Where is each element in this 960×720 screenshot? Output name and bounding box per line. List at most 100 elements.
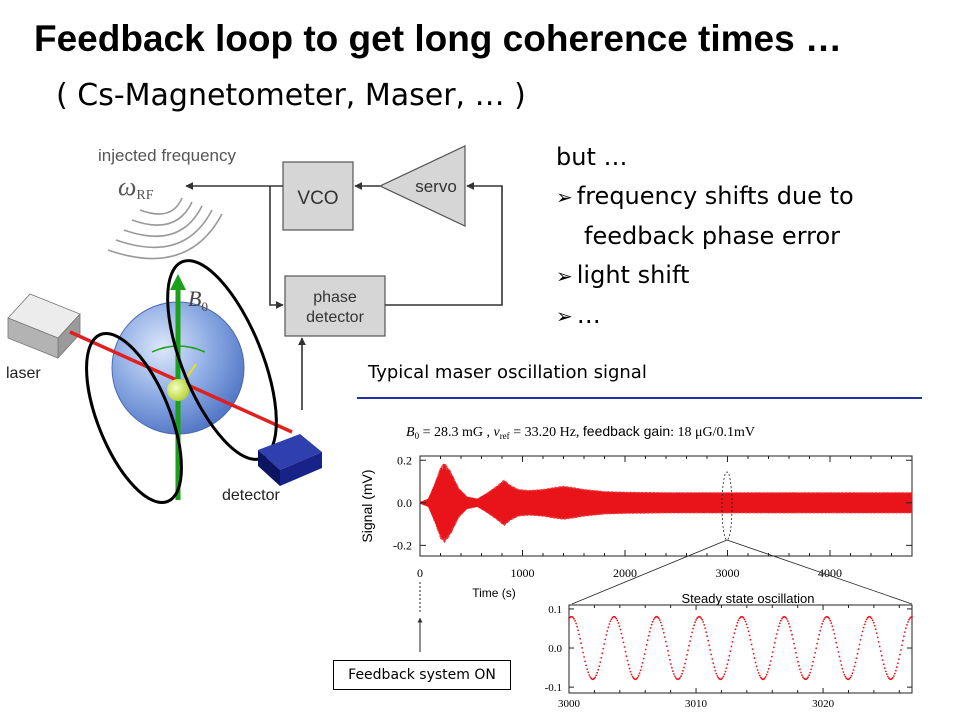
inset-y-tick-label: -0.1 [545,682,562,694]
inset-point [706,635,709,638]
inset-point [830,622,833,625]
inset-point [686,654,688,656]
inset-point [878,645,881,648]
inset-point [797,660,799,663]
caveat-item-continued: feedback phase error [584,222,841,250]
inset-point [648,630,651,633]
inset-point [610,618,613,621]
inset-point [573,618,575,620]
inset-point [625,655,628,658]
inset-point [652,618,655,621]
inset-point [780,619,782,622]
inset-point [869,616,872,619]
inset-point [903,635,905,638]
main-x-tick-label: 0 [417,566,423,580]
inset-point [630,673,633,676]
inset-point [787,620,789,622]
inset-point [839,660,842,662]
inset-point [772,646,775,649]
inset-point [606,630,609,632]
inset-point [749,638,752,641]
inset-point [691,631,693,634]
inset-point [617,622,620,624]
main-x-tick-label: 1000 [511,566,535,580]
inset-point [862,626,865,629]
inset-point [662,631,665,634]
inset-point [795,651,797,654]
inset-point [608,623,611,625]
inset-point [734,628,737,631]
inset-point [713,666,716,668]
inset-point [619,628,622,631]
main-signal-line [419,463,913,544]
inset-point [792,638,794,640]
inset-point [624,650,627,653]
inset-point [723,673,726,676]
inset-point [767,667,770,670]
inset-point [856,652,859,655]
inset-point [598,665,601,667]
inset-point [635,677,638,680]
inset-point [809,671,811,674]
inset-point [687,649,689,652]
inset-point [722,675,725,678]
inset-point [849,676,852,679]
inset-point [607,626,610,629]
inset-point [757,672,760,674]
inset-point [689,640,691,642]
main-signal-series [419,463,913,544]
arrow-bullet-icon: ➢ [556,264,573,288]
inset-point [680,675,682,677]
caveat-item: ➢… [556,301,601,329]
inset-point [758,674,761,677]
inset-point [581,647,583,649]
inset-point [673,673,675,675]
inset-point [574,620,576,622]
inset-point [884,670,887,673]
main-y-tick-label: 0.2 [397,453,412,467]
inset-point [766,671,769,673]
inset-point [906,624,908,626]
inset-point [636,676,639,679]
inset-point [880,654,883,657]
inset-point [661,628,664,630]
inset-point [745,623,748,626]
inset-point [858,643,861,646]
inset-point [798,664,800,667]
inset-point [774,637,777,640]
inset-point [897,662,899,665]
inset-point [577,629,579,632]
inset-point [747,630,750,633]
inset-point [896,666,898,669]
main-x-tick-label: 3000 [716,566,740,580]
vco-block [282,161,354,231]
inset-point [907,621,909,623]
inset-point [857,648,860,650]
inset-point [667,649,669,652]
inset-point [588,674,591,676]
inset-point [853,665,856,668]
inset-point [620,632,623,635]
main-x-axis-label: Time (s) [472,586,516,600]
b0-arrow-icon [170,274,186,290]
inset-point [828,617,831,620]
inset-point [801,674,803,676]
inset-y-tick-label: 0.1 [548,604,562,616]
arrow-bullet-icon: ➢ [556,304,573,328]
inset-point [851,672,854,674]
zoom-connector-left [571,539,728,605]
inset-x-tick-label: 3000 [558,698,581,710]
inset-point [789,626,791,628]
inset-point [672,670,674,673]
zoom-connector-right [726,539,913,605]
inset-point [650,623,653,626]
inset-point [646,639,649,642]
inset-point [835,641,838,644]
inset-point [711,658,714,660]
inset-point [820,626,823,628]
inset-point [649,627,652,629]
inset-point [600,656,603,659]
inset-point [816,642,819,645]
inset-point [796,656,798,659]
